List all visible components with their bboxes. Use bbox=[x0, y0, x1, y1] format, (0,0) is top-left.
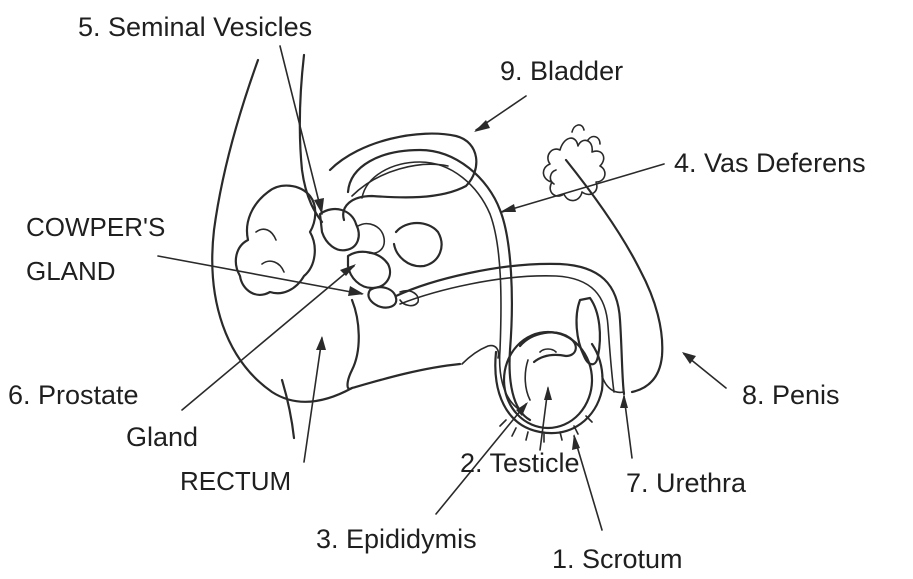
pubic-hair bbox=[543, 125, 605, 201]
label-prostate-line1: 6. Prostate bbox=[8, 380, 139, 410]
vas-deferens-tube bbox=[348, 150, 530, 420]
label-rectum: RECTUM bbox=[180, 466, 291, 496]
seminal-vesicle-shape bbox=[320, 209, 359, 250]
seminal-vesicle-lobe bbox=[358, 224, 384, 254]
arrowhead-testicle bbox=[544, 386, 552, 400]
arrowhead-rectum bbox=[316, 336, 326, 350]
pointer-vas-deferens bbox=[502, 164, 664, 212]
label-penis: 8. Penis bbox=[742, 380, 840, 410]
arrowhead-vas-deferens bbox=[500, 204, 516, 212]
anatomy-drawing bbox=[212, 55, 662, 442]
lower-back-outline bbox=[282, 380, 294, 438]
label-prostate-line2: Gland bbox=[126, 422, 198, 452]
arrowhead-urethra bbox=[620, 394, 628, 408]
label-epididymis: 3. Epididymis bbox=[316, 524, 477, 554]
perineum-wave bbox=[462, 346, 499, 364]
pointer-lines bbox=[158, 46, 726, 530]
label-scrotum: 1. Scrotum bbox=[552, 544, 683, 574]
rectum-shape-fold bbox=[256, 229, 284, 272]
label-testicle: 2. Testicle bbox=[460, 448, 580, 478]
perineum-outline bbox=[348, 300, 461, 389]
bladder-inner bbox=[352, 164, 448, 196]
label-cowpers-gland-line2: GLAND bbox=[26, 256, 116, 286]
pointer-cowpers-gland bbox=[158, 256, 362, 294]
cowpers-gland-shape bbox=[368, 287, 396, 307]
labels: 5. Seminal Vesicles 9. Bladder 4. Vas De… bbox=[8, 12, 866, 574]
label-urethra: 7. Urethra bbox=[626, 468, 747, 498]
urethra-tube-inner bbox=[400, 276, 614, 392]
prostate-shape bbox=[348, 252, 390, 288]
inner-round-shape bbox=[394, 223, 442, 266]
label-bladder: 9. Bladder bbox=[500, 56, 623, 86]
testicle-inner-texture bbox=[525, 349, 556, 400]
label-vas-deferens: 4. Vas Deferens bbox=[674, 148, 866, 178]
body-back-outline bbox=[212, 60, 352, 402]
label-seminal-vesicles: 5. Seminal Vesicles bbox=[78, 12, 312, 42]
label-cowpers-gland-line1: COWPER'S bbox=[26, 212, 165, 242]
